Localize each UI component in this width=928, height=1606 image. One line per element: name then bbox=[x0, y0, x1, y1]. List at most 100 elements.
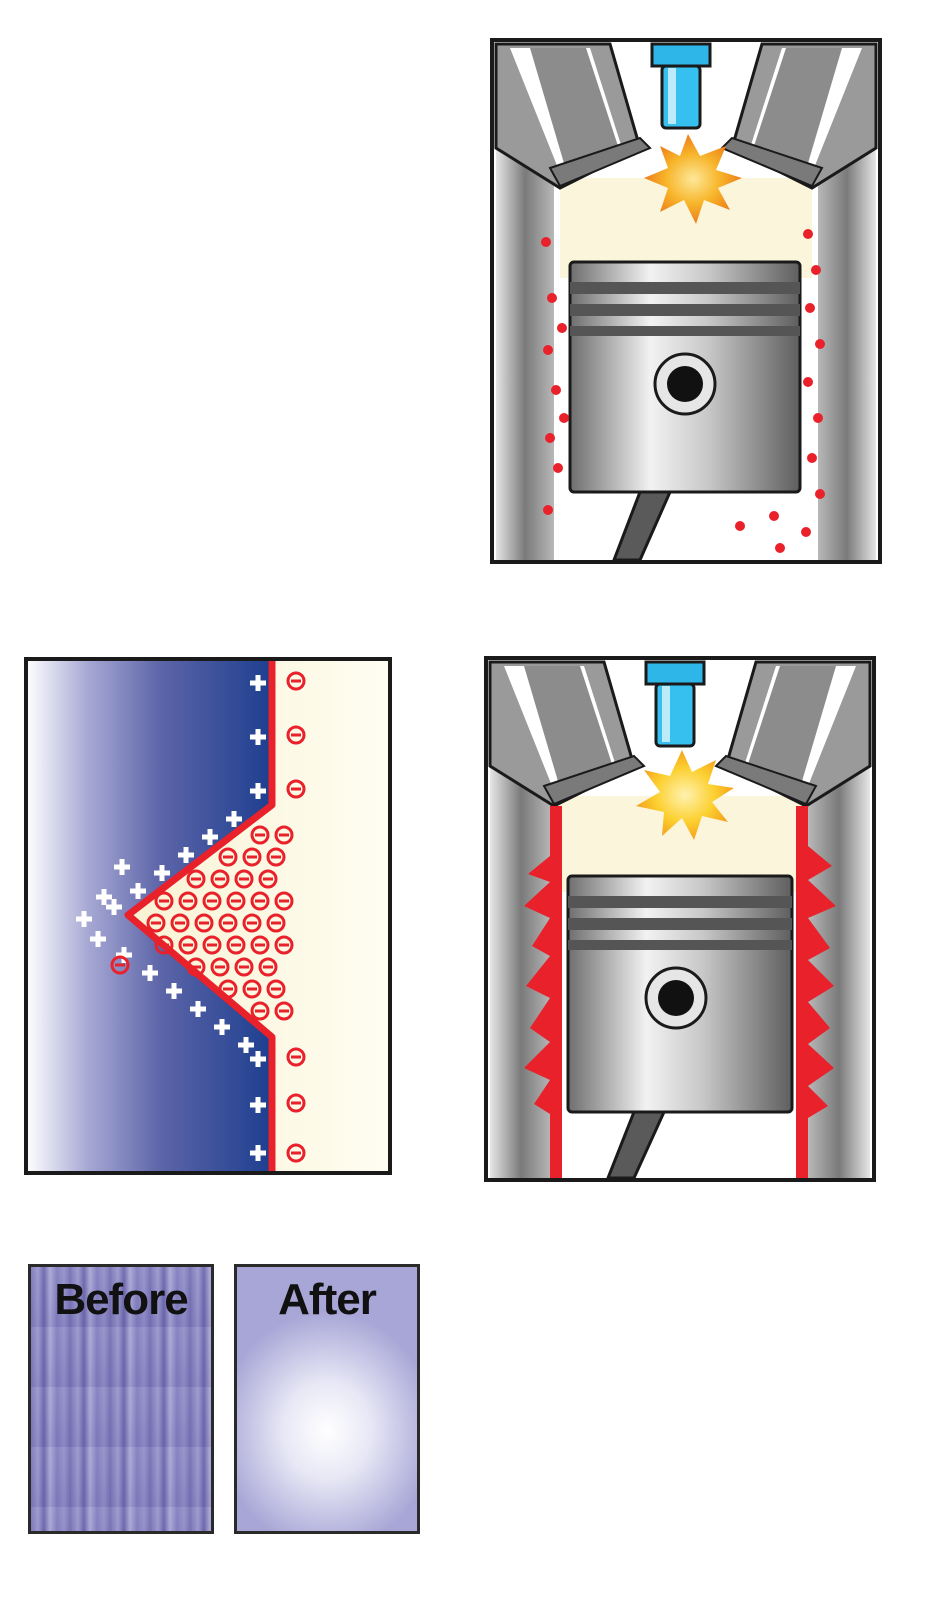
red-particle bbox=[551, 385, 561, 395]
minus-sign bbox=[210, 957, 230, 977]
red-coating-icon bbox=[524, 806, 836, 1178]
minus-sign bbox=[226, 891, 246, 911]
red-particle bbox=[815, 339, 825, 349]
minus-sign bbox=[218, 979, 238, 999]
red-particle bbox=[801, 527, 811, 537]
combustion-flame-icon bbox=[644, 134, 742, 224]
minus-sign bbox=[178, 891, 198, 911]
red-particle bbox=[541, 237, 551, 247]
plus-sign bbox=[142, 965, 158, 981]
red-particle bbox=[559, 413, 569, 423]
minus-sign bbox=[154, 935, 174, 955]
minus-sign bbox=[286, 779, 306, 799]
red-particle bbox=[811, 265, 821, 275]
minus-sign bbox=[274, 891, 294, 911]
red-particle bbox=[803, 377, 813, 387]
minus-sign bbox=[242, 913, 262, 933]
red-particle bbox=[547, 293, 557, 303]
plus-sign bbox=[250, 1097, 266, 1113]
minus-sign bbox=[258, 957, 278, 977]
red-particle bbox=[735, 521, 745, 531]
minus-sign bbox=[274, 935, 294, 955]
minus-sign bbox=[218, 847, 238, 867]
minus-sign bbox=[286, 671, 306, 691]
red-particle bbox=[807, 453, 817, 463]
minus-sign bbox=[178, 935, 198, 955]
red-particle bbox=[553, 463, 563, 473]
plus-sign bbox=[250, 783, 266, 799]
minus-sign bbox=[250, 825, 270, 845]
plus-sign bbox=[114, 859, 130, 875]
minus-sign bbox=[250, 1001, 270, 1021]
minus-sign bbox=[258, 869, 278, 889]
red-particle bbox=[815, 489, 825, 499]
plus-sign bbox=[202, 829, 218, 845]
minus-sign bbox=[250, 891, 270, 911]
plus-sign bbox=[250, 1145, 266, 1161]
cylinder-cross-section-icon bbox=[490, 38, 882, 564]
red-particle bbox=[543, 345, 553, 355]
minus-sign bbox=[202, 935, 222, 955]
minus-sign bbox=[186, 957, 206, 977]
minus-sign bbox=[242, 979, 262, 999]
minus-sign bbox=[274, 825, 294, 845]
fuel-injector-icon bbox=[644, 660, 706, 748]
plus-sign bbox=[106, 899, 122, 915]
red-particle bbox=[769, 511, 779, 521]
before-texture bbox=[31, 1267, 211, 1531]
red-particle bbox=[775, 543, 785, 553]
minus-sign bbox=[226, 935, 246, 955]
minus-sign bbox=[266, 979, 286, 999]
plus-sign bbox=[130, 883, 146, 899]
minus-sign bbox=[202, 891, 222, 911]
fuel-injector-icon bbox=[650, 42, 712, 130]
minus-sign bbox=[146, 913, 166, 933]
plus-sign bbox=[226, 811, 242, 827]
cylinder-cross-section-icon bbox=[484, 656, 876, 1182]
plus-sign bbox=[250, 675, 266, 691]
minus-sign bbox=[210, 869, 230, 889]
plus-sign bbox=[250, 729, 266, 745]
minus-sign bbox=[266, 913, 286, 933]
red-particle bbox=[557, 323, 567, 333]
red-particle bbox=[545, 433, 555, 443]
minus-sign bbox=[154, 891, 174, 911]
plus-sign bbox=[116, 947, 132, 963]
after-swatch: After bbox=[234, 1264, 420, 1534]
after-label: After bbox=[278, 1275, 377, 1324]
positive-charge-icon bbox=[76, 675, 266, 1161]
cylinder-with-particles bbox=[490, 38, 882, 564]
red-particle-icon bbox=[541, 229, 825, 553]
plus-sign bbox=[190, 1001, 206, 1017]
cylinder-with-coating bbox=[484, 656, 876, 1182]
minus-sign bbox=[110, 955, 130, 975]
plus-sign bbox=[250, 1051, 266, 1067]
minus-sign bbox=[250, 935, 270, 955]
minus-sign bbox=[286, 725, 306, 745]
plus-sign bbox=[178, 847, 194, 863]
minus-sign bbox=[266, 847, 286, 867]
minus-sign bbox=[286, 1093, 306, 1113]
red-particle bbox=[805, 303, 815, 313]
minus-sign bbox=[170, 913, 190, 933]
combustion-flame-icon bbox=[636, 750, 734, 840]
red-particle bbox=[813, 413, 823, 423]
plus-sign bbox=[166, 983, 182, 999]
minus-sign bbox=[242, 847, 262, 867]
piston-icon bbox=[566, 874, 794, 1180]
surface-corrosion-icon bbox=[24, 657, 392, 1175]
red-particle bbox=[543, 505, 553, 515]
plus-sign bbox=[90, 931, 106, 947]
minus-sign bbox=[274, 1001, 294, 1021]
minus-sign bbox=[286, 1143, 306, 1163]
minus-sign bbox=[286, 1047, 306, 1067]
piston-icon bbox=[568, 260, 802, 562]
minus-sign bbox=[218, 913, 238, 933]
plus-sign bbox=[76, 911, 92, 927]
plus-sign bbox=[238, 1037, 254, 1053]
minus-sign bbox=[194, 913, 214, 933]
surface-charge-diagram bbox=[24, 657, 392, 1175]
plus-sign bbox=[154, 865, 170, 881]
negative-charge-icon bbox=[110, 671, 306, 1163]
plus-sign bbox=[214, 1019, 230, 1035]
